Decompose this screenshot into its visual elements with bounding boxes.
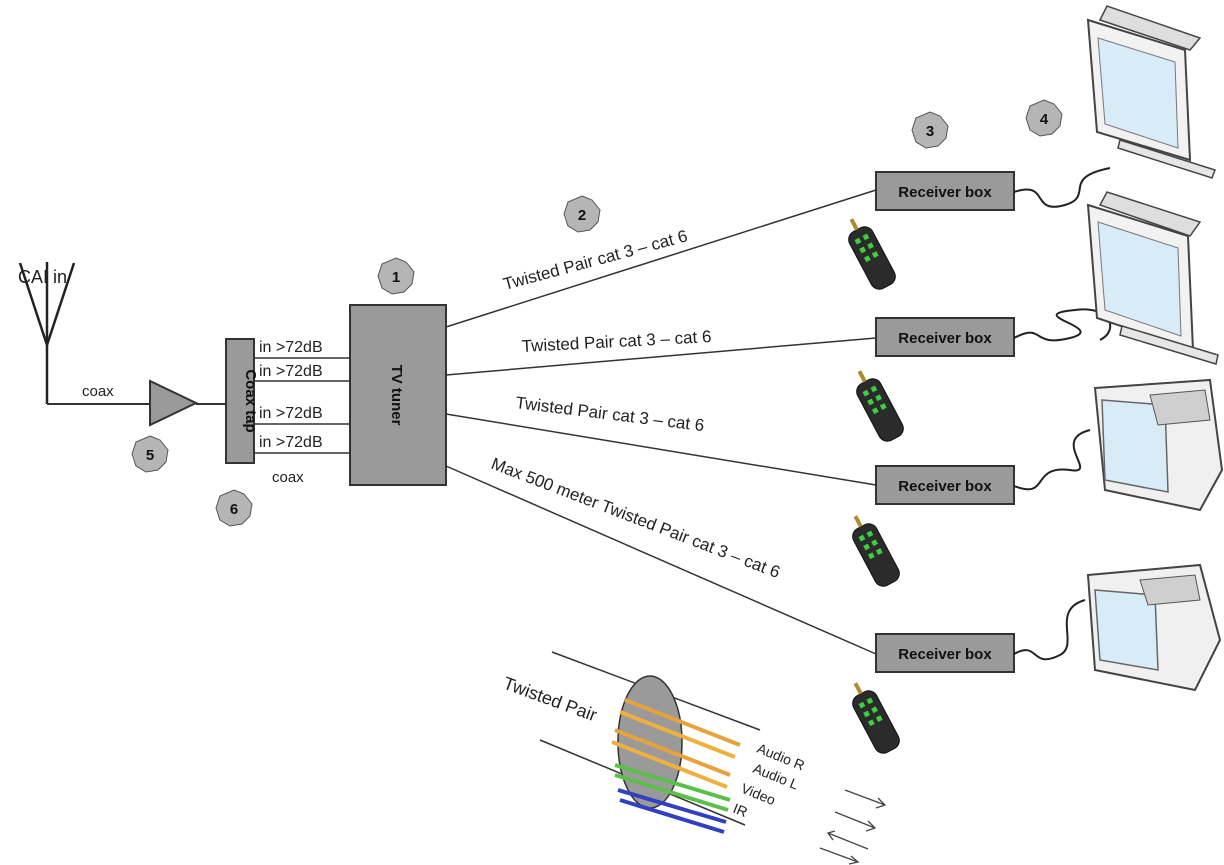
receiver-box: Receiver box (875, 317, 1015, 357)
remote-control-icon (852, 515, 900, 587)
cable-label: Twisted Pair cat 3 – cat 6 (521, 327, 712, 356)
coax-label-antenna: coax (82, 383, 114, 400)
cable-label: Twisted Pair cat 3 – cat 6 (501, 226, 689, 294)
coax-tap-label: Coax tap (242, 369, 259, 432)
step-badge: 4 (1025, 99, 1063, 137)
amplifier-icon (149, 379, 199, 427)
remote-control-icon (852, 682, 900, 754)
tap-output-label: in >72dB (259, 339, 323, 356)
twisted-pair-detail: Twisted Pair Audio R Audio L Video IR (501, 651, 887, 865)
step-badge: 3 (911, 111, 949, 149)
step-badge-number: 2 (578, 207, 586, 224)
signal-arrows (819, 789, 887, 865)
tv-tuner-label: TV tuner (388, 365, 405, 426)
step-badge-number: 5 (146, 447, 154, 464)
receiver-box-label: Receiver box (898, 184, 992, 201)
coax-label-tap: coax (272, 469, 304, 486)
step-badge: 1 (377, 257, 415, 295)
step-badge: 5 (131, 435, 169, 473)
step-badge-number: 1 (392, 269, 400, 286)
receiver-box: Receiver box (875, 465, 1015, 505)
flat-monitor-icon (1086, 191, 1219, 365)
tap-output-label: in >72dB (259, 405, 323, 422)
wire-label: IR (731, 800, 750, 820)
crt-monitor-icon (1093, 378, 1224, 512)
step-badge: 6 (215, 489, 253, 527)
step-badge: 2 (563, 195, 601, 233)
antenna-label: CAI in (18, 267, 67, 287)
cable-label: Max 500 meter Twisted Pair cat 3 – cat 6 (489, 454, 783, 582)
receiver-box-label: Receiver box (898, 330, 992, 347)
cable-label: Twisted Pair cat 3 – cat 6 (515, 393, 706, 435)
twisted-pair-title: Twisted Pair (501, 673, 600, 725)
step-badge-number: 3 (926, 123, 934, 140)
remote-control-icon (848, 218, 896, 290)
step-badge-number: 4 (1040, 111, 1049, 128)
coax-tap-box (225, 338, 255, 464)
receiver-box-label: Receiver box (898, 478, 992, 495)
flat-monitor-icon (1086, 5, 1216, 179)
cables (445, 189, 877, 655)
tap-output-label: in >72dB (259, 434, 323, 451)
step-badge-number: 6 (230, 501, 238, 518)
receiver-box: Receiver box (875, 171, 1015, 211)
receiver-box: Receiver box (875, 633, 1015, 673)
tap-output-label: in >72dB (259, 363, 323, 380)
tap-output-lines (254, 357, 350, 454)
receiver-box-label: Receiver box (898, 646, 992, 663)
antenna-icon (18, 262, 76, 404)
tv-tuner-box (349, 304, 447, 486)
crt-monitor-icon (1086, 563, 1222, 692)
remote-control-icon (856, 370, 904, 442)
